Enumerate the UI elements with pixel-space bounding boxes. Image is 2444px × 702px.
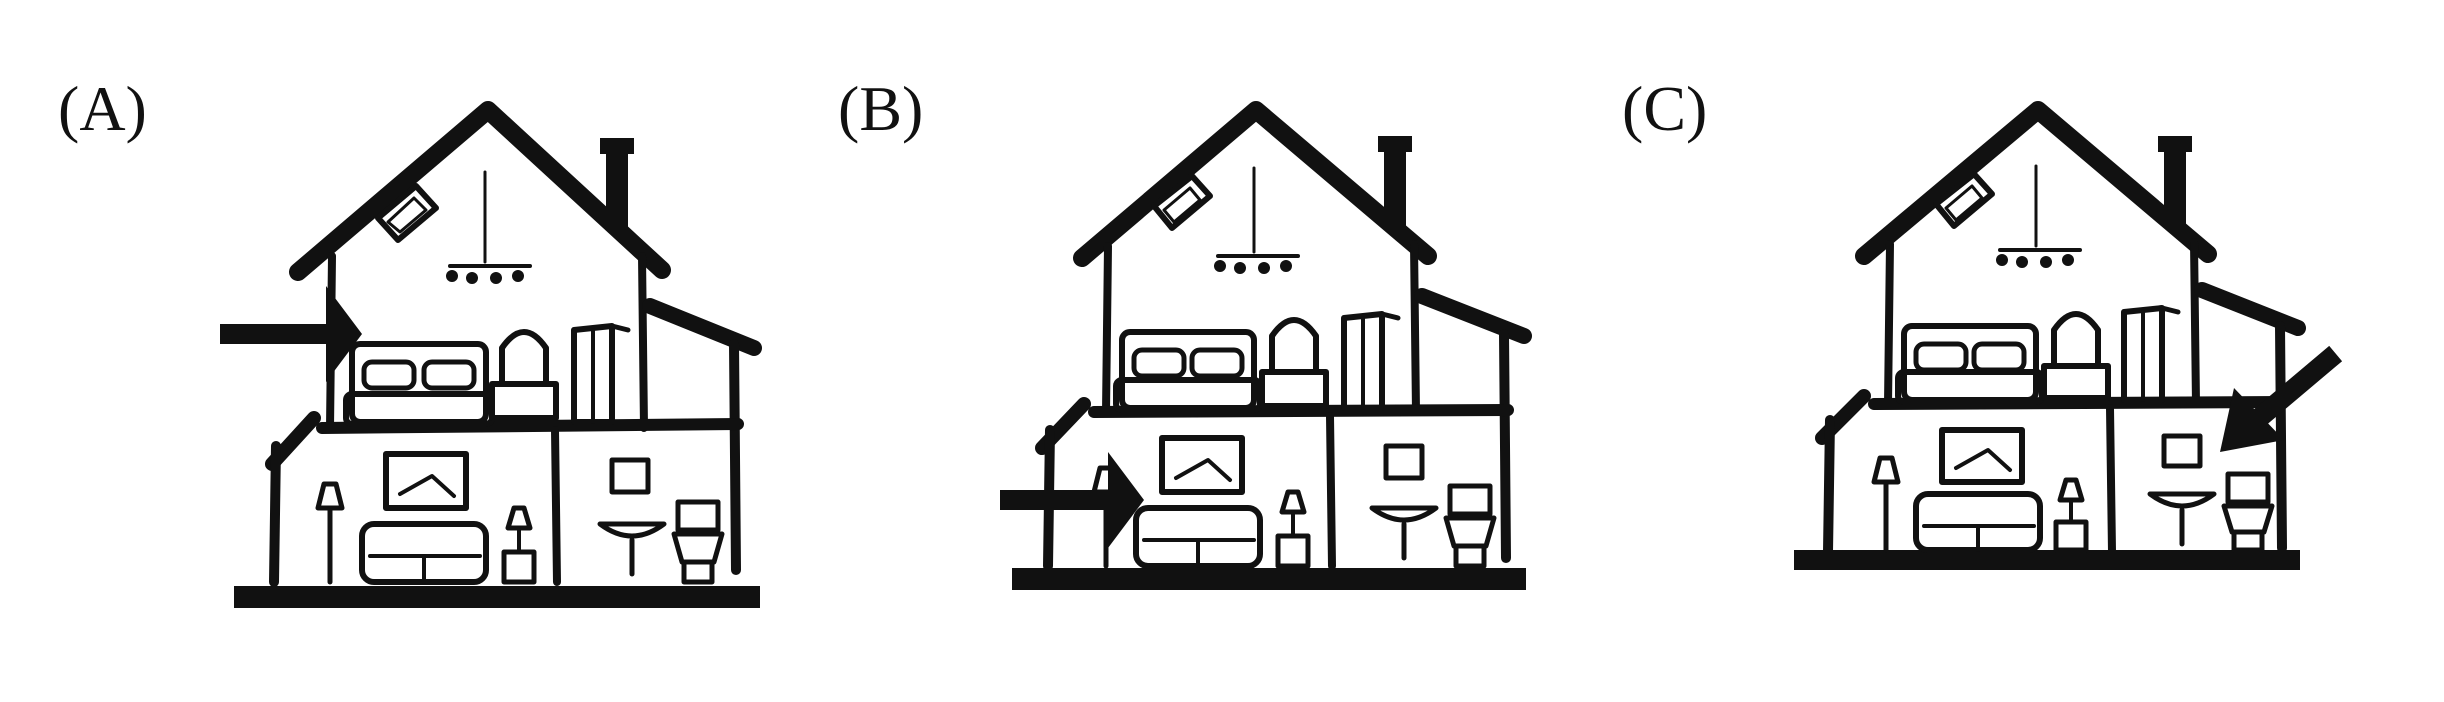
toilet-icon (1446, 486, 1494, 566)
vanity-mirror-icon (1262, 320, 1326, 406)
sofa-icon (362, 524, 486, 582)
floor-lamp-icon (318, 484, 342, 582)
panel-b: (B) (824, 0, 1604, 702)
house-scene (824, 0, 1604, 702)
sofa-icon (1136, 508, 1260, 566)
chandelier-icon (446, 172, 530, 284)
wardrobe-icon (2124, 308, 2178, 400)
arrow-icon (2220, 360, 2328, 452)
toilet-icon (674, 502, 722, 582)
chandelier-icon (1214, 168, 1298, 274)
arrow-icon (220, 286, 362, 382)
sink-icon (2150, 494, 2214, 544)
sink-icon (1372, 508, 1436, 558)
panel-a: (A) (40, 0, 820, 702)
framed-picture-icon (386, 454, 466, 508)
house-scene (1608, 0, 2388, 702)
house-icon (1012, 110, 1526, 590)
bed-icon (1116, 332, 1260, 410)
framed-picture-icon (1162, 438, 1242, 492)
vanity-mirror-icon (492, 332, 556, 418)
arrow-icon (1000, 452, 1144, 548)
floor-lamp-icon (1874, 458, 1898, 550)
wardrobe-icon (574, 326, 628, 422)
house-icon (234, 110, 760, 608)
panel-c: (C) (1608, 0, 2388, 702)
table-lamp-icon (1278, 492, 1308, 566)
table-lamp-icon (504, 508, 534, 582)
bed-icon (1898, 326, 2042, 402)
bed-icon (346, 344, 492, 424)
sink-icon (600, 524, 664, 574)
house-scene (40, 0, 820, 702)
table-lamp-icon (2056, 480, 2086, 550)
vanity-mirror-icon (2044, 314, 2108, 398)
toilet-icon (2224, 474, 2272, 550)
sofa-icon (1916, 494, 2040, 550)
framed-picture-icon (1942, 430, 2022, 482)
house-icon (1794, 110, 2300, 570)
wardrobe-icon (1344, 314, 1398, 408)
chandelier-icon (1996, 166, 2080, 268)
